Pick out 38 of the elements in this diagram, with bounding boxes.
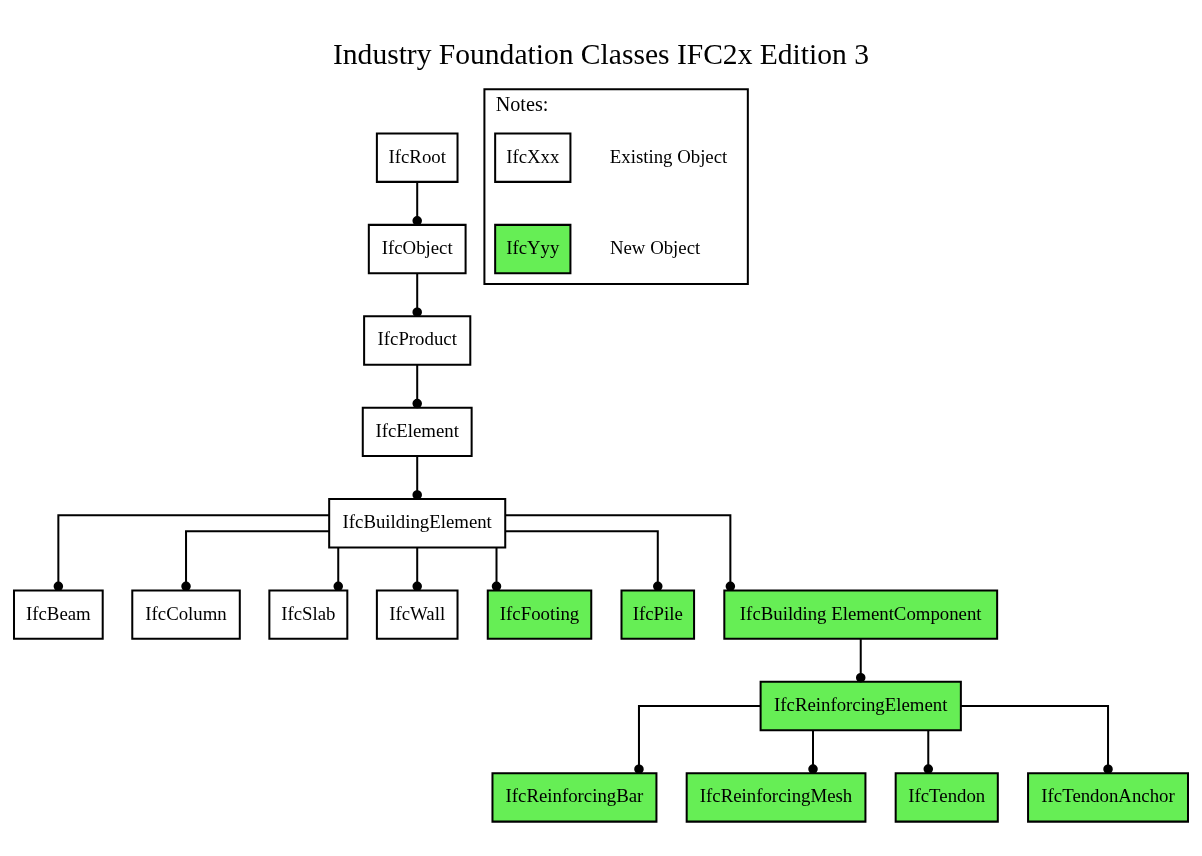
connector: [505, 529, 663, 591]
connector: [923, 730, 934, 774]
connector: [53, 513, 329, 591]
node-box: IfcObject: [367, 223, 467, 274]
node-box: IfcBuilding ElementComponent: [723, 588, 999, 640]
connector: [412, 273, 422, 317]
node-box: IfcReinforcingBar: [491, 771, 658, 823]
node-box: IfcReinforcingMesh: [685, 771, 867, 823]
connector: [412, 455, 422, 500]
connector: [505, 513, 736, 591]
connector: [412, 547, 422, 591]
node-label: New Object: [609, 236, 701, 258]
node-box: IfcElement: [361, 406, 473, 457]
node-label: Existing Object: [609, 145, 728, 167]
connector: [634, 704, 761, 774]
node-box: IfcWall: [375, 588, 459, 640]
node-box: IfcColumn: [131, 588, 241, 640]
node-box: IfcReinforcingElement: [759, 680, 962, 731]
node-box: IfcTendon: [894, 771, 999, 823]
node-box: IfcRoot: [375, 132, 459, 183]
connector: [181, 529, 330, 591]
connector: [855, 638, 866, 682]
node-box: IfcXxx: [494, 132, 572, 183]
node-box: IfcFooting: [486, 588, 593, 640]
connector: [808, 730, 818, 774]
connector: [412, 181, 422, 226]
node-box: IfcTendonAnchor: [1027, 771, 1189, 823]
connector: [412, 364, 422, 408]
node-box: IfcBeam: [13, 588, 104, 640]
node-box: IfcYyy: [494, 223, 572, 274]
connector: [333, 547, 343, 591]
connector: [491, 547, 502, 591]
connector: [960, 704, 1113, 774]
node-box: IfcPile: [620, 588, 696, 640]
node-box: IfcSlab: [268, 588, 349, 640]
node-box: IfcProduct: [363, 314, 472, 366]
node-box: IfcBuildingElement: [328, 497, 507, 548]
diagram-title: Industry Foundation Classes IFC2x Edition 3: [333, 37, 869, 70]
